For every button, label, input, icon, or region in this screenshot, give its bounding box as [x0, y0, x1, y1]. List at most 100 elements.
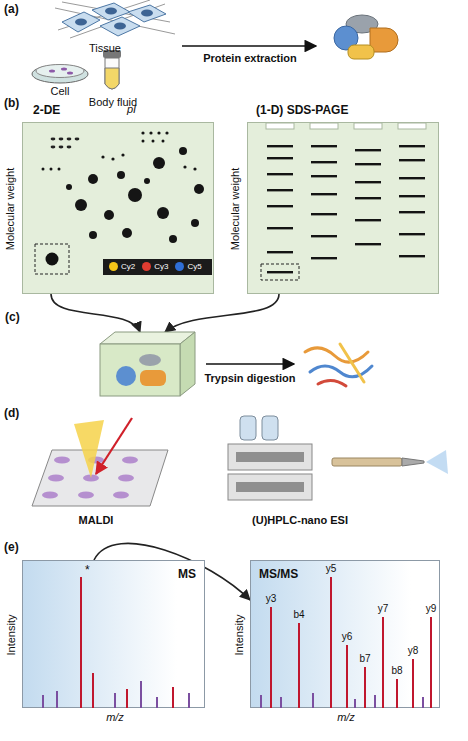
- gel-panel-art-part: [51, 146, 56, 149]
- label-text: (b): [4, 96, 19, 110]
- gel-panel-art-part: [183, 165, 186, 168]
- node-text: 2-DE: [33, 103, 60, 117]
- gel-panel-art-part: [399, 195, 425, 197]
- hplc-system-part: [332, 458, 402, 466]
- gel-panel-art-part: [152, 140, 155, 143]
- gel-panel-art-part: [354, 123, 382, 129]
- gel-panel-art-part: [355, 243, 381, 245]
- gel-panel-art-part: [399, 233, 425, 235]
- connector-arrow: [165, 294, 279, 332]
- digestion-box-art-part: [139, 354, 161, 366]
- gel-panel-art-part: [267, 157, 293, 159]
- hplc-system-part: [262, 416, 278, 440]
- node-text: b8: [391, 665, 402, 677]
- hplc-system-part: [240, 416, 256, 440]
- gel-panel-art-part: [311, 213, 337, 215]
- hplc-system: [228, 416, 448, 500]
- node-text: y8: [408, 645, 419, 657]
- cell-dish-part: [61, 68, 67, 71]
- gel-panel-art-part: [355, 181, 381, 183]
- channel-spot: [109, 262, 118, 271]
- label-text: (U)HPLC-nano ESI: [252, 514, 348, 527]
- gel-panel-art-part: [66, 184, 72, 190]
- cell-dish-part: [67, 72, 73, 75]
- spectrum-panel-art-part: [430, 617, 432, 708]
- gel-panel-art-part: [142, 140, 145, 143]
- channel-label: Cy2: [121, 262, 135, 272]
- tissue-illustration-part: [55, 0, 175, 38]
- gel-panel-art-part: [42, 168, 45, 171]
- gel-panel-art-part: [67, 138, 72, 141]
- gel-panel-art-part: [117, 171, 125, 179]
- gel-panel-art-part: [46, 253, 59, 266]
- tissue-illustration-part: [92, 3, 130, 20]
- digestion-box-art-part: [116, 366, 136, 386]
- gel-panel-art-part: [50, 168, 53, 171]
- gel-panel-art-part: [162, 140, 165, 143]
- spectrum-panel-art-part: [354, 699, 356, 708]
- extraction-arrow: [182, 46, 316, 47]
- node-text: m/z: [337, 711, 355, 724]
- node-text: Intensity: [5, 615, 18, 656]
- spectrum-panel-art-part: [422, 697, 424, 708]
- maldi-plate: [32, 418, 168, 506]
- gel-panel-art-part: [267, 205, 293, 207]
- node-text: MS: [178, 567, 196, 581]
- spectrum-panel-art-part: [188, 693, 190, 708]
- body-fluid-tube-part: [105, 68, 119, 89]
- gel-panel-art-part: [165, 131, 168, 134]
- gel-panel: 2-DEpIMolecular weightCy2Cy3Cy5: [22, 122, 214, 294]
- gel-panel-art-part: [355, 197, 381, 199]
- gel-panel-art-part: [399, 211, 425, 213]
- gel-panel-art-part: [141, 131, 144, 134]
- hplc-system-part: [228, 444, 312, 470]
- spectrum-panel-art-part: [56, 691, 58, 708]
- hplc-system-part: [402, 458, 424, 466]
- body-fluid-tube-part: [105, 58, 119, 89]
- node-text: y9: [426, 603, 437, 615]
- gel-panel-art-part: [267, 189, 293, 191]
- protein-shapes-part: [370, 28, 398, 52]
- channel-inset: Cy2Cy3Cy5: [103, 259, 212, 275]
- channel-spot: [142, 262, 151, 271]
- digestion-box: (c): [100, 332, 195, 396]
- label-text: (a): [4, 2, 19, 16]
- peptides-part: [305, 348, 368, 362]
- maldi-plate-part: [122, 457, 138, 464]
- protein-shapes: [334, 15, 398, 59]
- digestion-arrow-part: [206, 363, 294, 365]
- spectrum-panel-art-part: [92, 673, 94, 708]
- body-fluid-tube: [103, 50, 121, 89]
- spectrum-panel-art-part: [42, 695, 44, 708]
- gel-panel-art-part: [267, 173, 293, 175]
- digestion-box-art: [100, 332, 195, 396]
- digestion-box-art-part: [100, 332, 195, 344]
- tissue-illustration-part: [114, 23, 126, 30]
- cell-dish-part: [36, 65, 84, 78]
- cell-dish-part: [32, 65, 88, 83]
- channel-spot: [175, 262, 184, 271]
- peptides: [305, 344, 372, 386]
- peptides-part: [318, 380, 346, 386]
- gel-panel-art-part: [101, 155, 104, 158]
- gel-panel-art-part: [355, 219, 381, 221]
- gel-panel-art-part: [75, 138, 80, 141]
- gel-panel-art-part: [193, 167, 196, 170]
- node-text: (c): [5, 310, 20, 324]
- spectrum-panel-art-part: [382, 617, 384, 708]
- gel-panel-art-part: [399, 255, 425, 257]
- spectrum-panel-art-part: [140, 681, 142, 708]
- maldi-plate-part: [113, 492, 129, 499]
- spectrum-panel: MS/MSy3b4y5y6b7y7b8y8y9Intensitym/z: [250, 560, 440, 708]
- hplc-system-part: [228, 474, 312, 500]
- gel-panel-art-part: [399, 145, 425, 147]
- gel-panel-art-part: [59, 138, 64, 141]
- tissue-illustration-part: [128, 5, 166, 22]
- node-text: (1-D) SDS-PAGE: [256, 103, 348, 117]
- gel-panel-art-part: [51, 138, 56, 141]
- spectrum-panel-art-part: [312, 693, 314, 708]
- node-text: Intensity: [233, 615, 246, 656]
- gel-panel-art-part: [67, 146, 72, 149]
- spectrum-panel-art-part: [396, 679, 398, 708]
- hplc-system-part: [426, 450, 448, 474]
